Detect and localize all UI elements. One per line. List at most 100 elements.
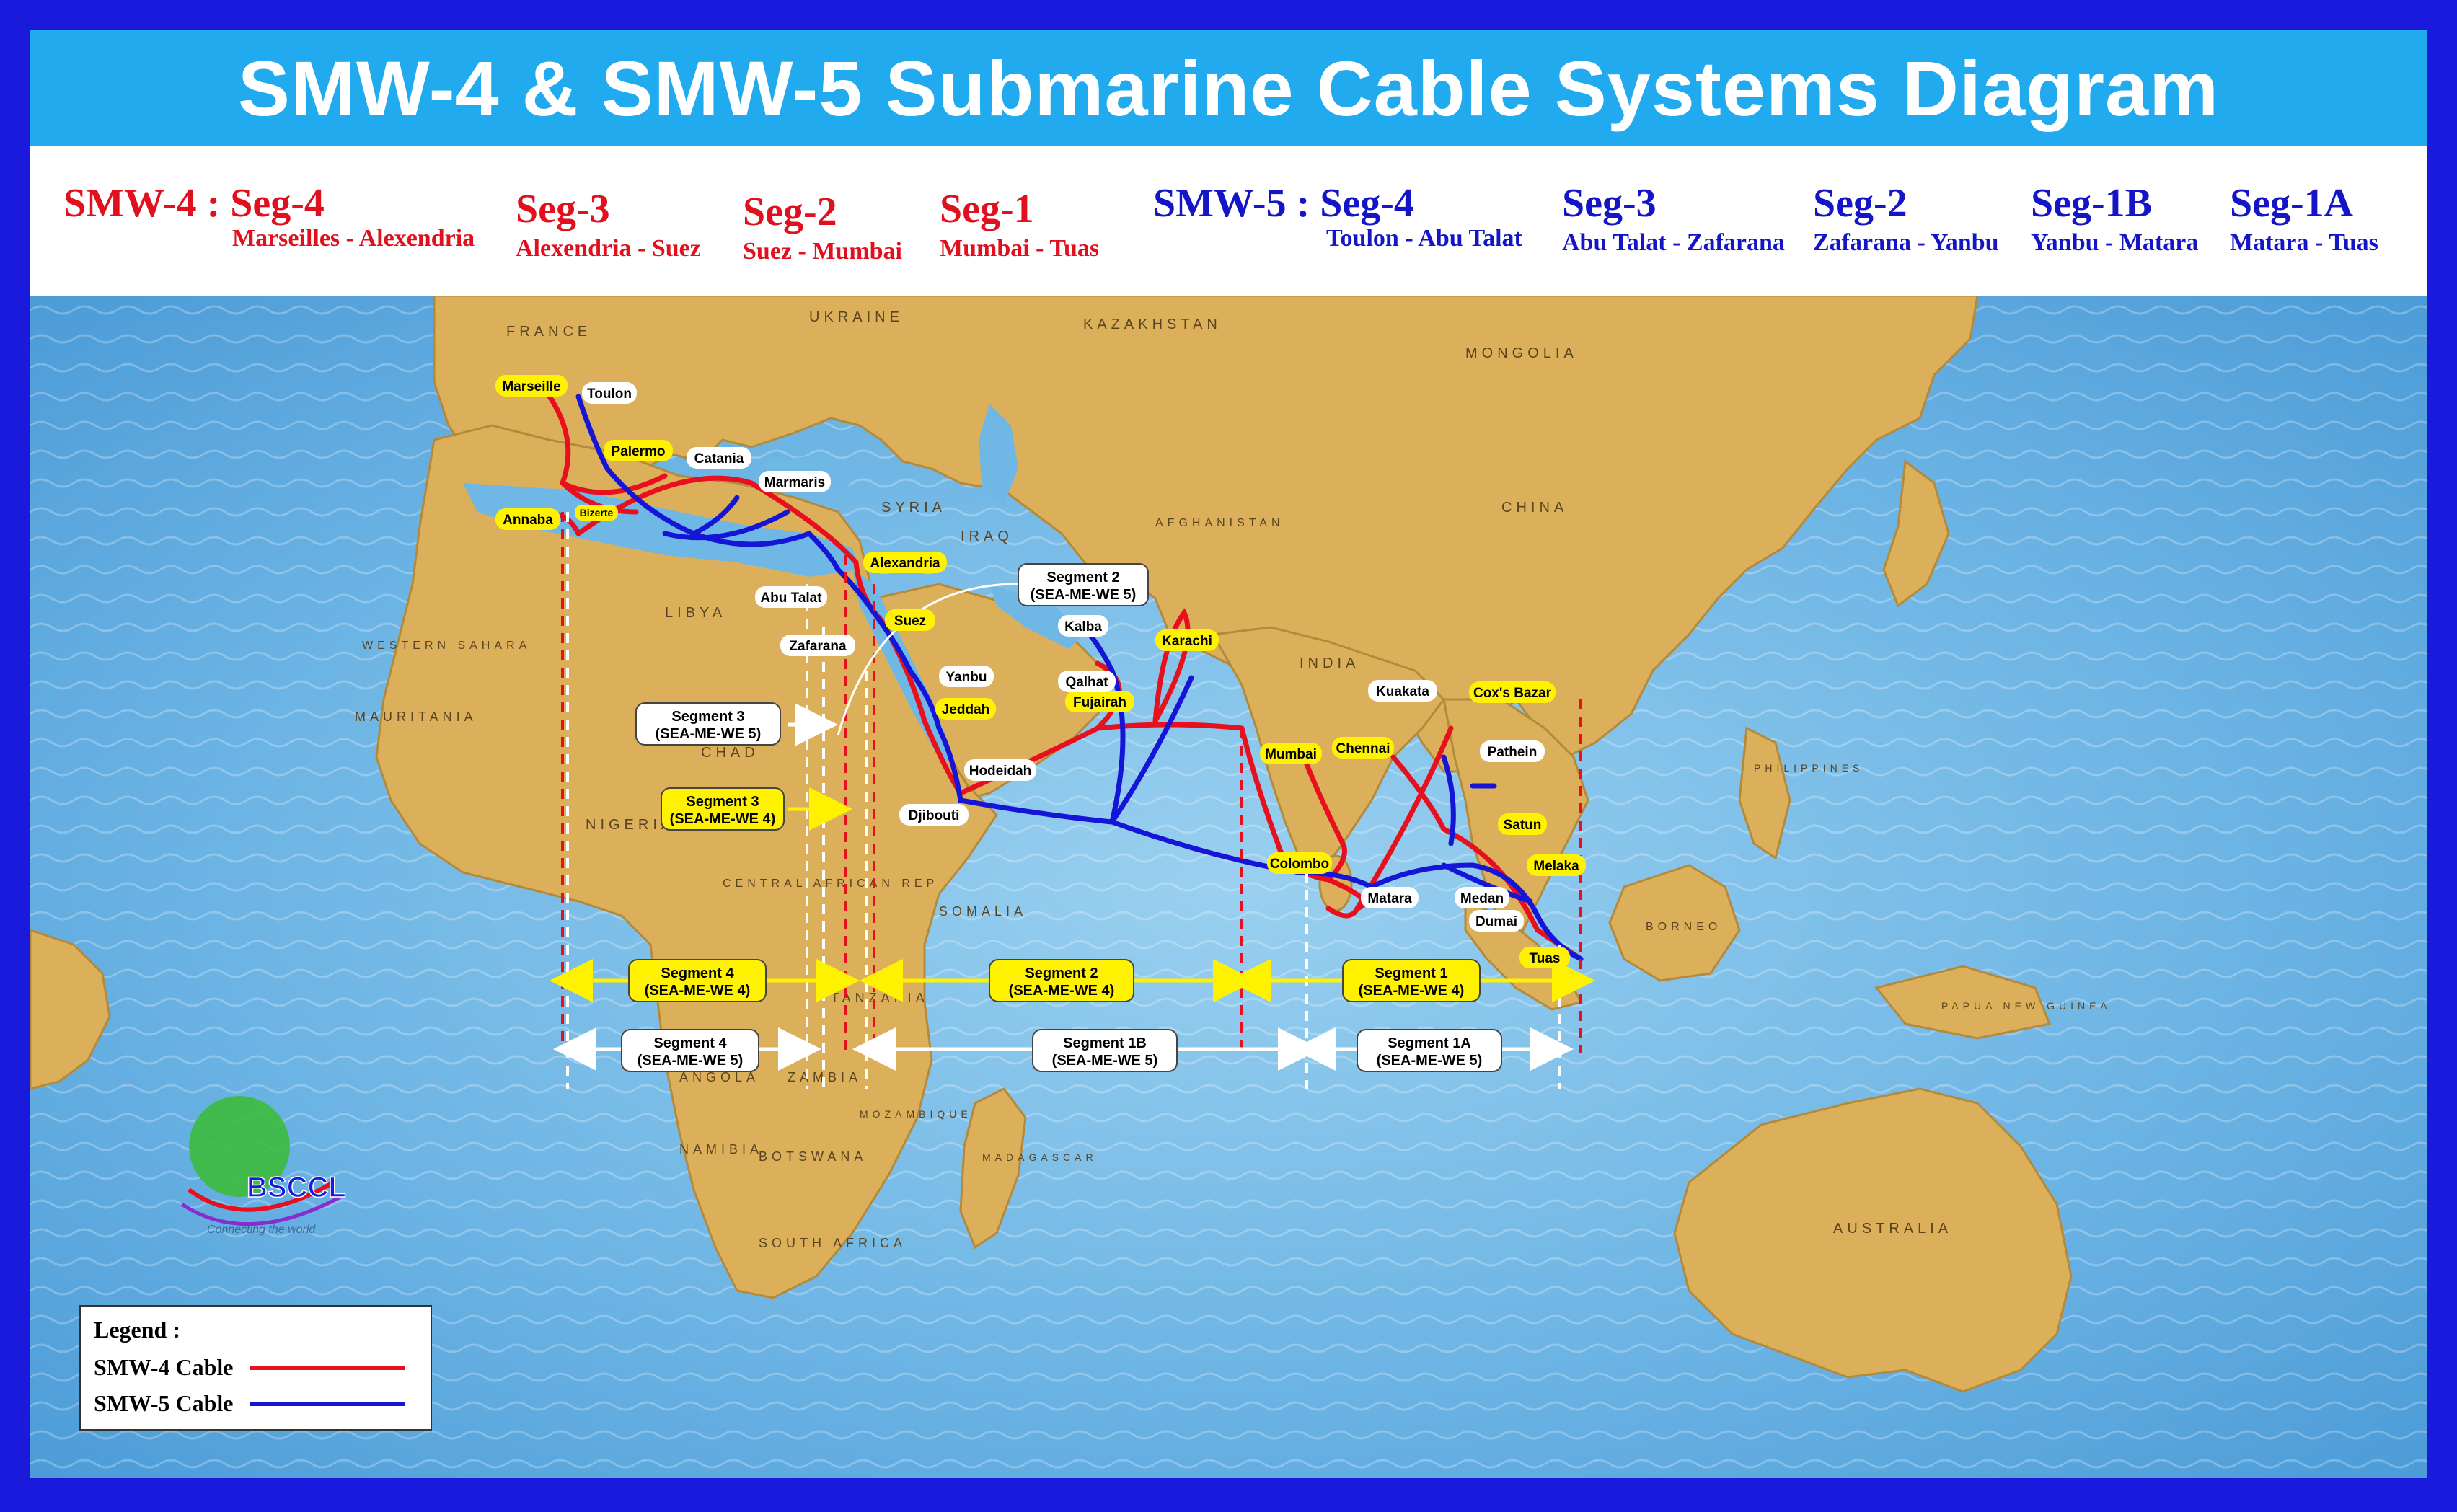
smw4-seg2-route: Suez - Mumbai xyxy=(743,238,902,265)
geo-western-sahara: WESTERN SAHARA xyxy=(362,640,531,652)
smw5-seg4: SMW-5 : Seg-4 Toulon - Abu Talat xyxy=(1153,180,1522,252)
page-title: SMW-4 & SMW-5 Submarine Cable Systems Di… xyxy=(237,44,2220,132)
lp-medan: Medan xyxy=(1455,887,1509,908)
geo-south-africa: SOUTH AFRICA xyxy=(759,1236,907,1250)
label-seg2-smw5-line1: Segment 2 xyxy=(1046,570,1119,585)
lp-alexandria: Alexandria xyxy=(863,552,947,573)
landing-points-white: Toulon Catania Marmaris Abu Talat Zafara… xyxy=(582,382,1545,932)
smw5-seg3-route: Abu Talat - Zafarana xyxy=(1562,229,1785,256)
label-seg1b-smw5-line2: (SEA-ME-WE 5) xyxy=(1052,1053,1158,1069)
lp-bizerte: Bizerte xyxy=(575,505,618,521)
lp-satun-label: Satun xyxy=(1504,818,1542,833)
lp-qalhat: Qalhat xyxy=(1058,671,1116,692)
land-australia xyxy=(1673,1087,2073,1393)
lp-palermo-label: Palermo xyxy=(612,444,666,459)
lp-marmaris: Marmaris xyxy=(759,471,831,492)
smw5-seg1a-route: Matara - Tuas xyxy=(2230,229,2378,256)
label-seg1-smw4: Segment 1 (SEA-ME-WE 4) xyxy=(1342,959,1481,1002)
smw4-seg4: SMW-4 : Seg-4 Marseilles - Alexendria xyxy=(63,180,475,252)
lp-djibouti: Djibouti xyxy=(899,804,969,826)
land-philippines xyxy=(1738,726,1791,860)
label-seg2-smw5-line2: (SEA-ME-WE 5) xyxy=(1031,587,1137,603)
caspian-sea xyxy=(979,404,1018,505)
legend-smw5-line xyxy=(250,1402,405,1406)
smw5-seg3-name: Seg-3 xyxy=(1562,181,1657,226)
geo-botswana: BOTSWANA xyxy=(759,1149,867,1164)
geo-namibia: NAMIBIA xyxy=(679,1142,763,1157)
lp-pathein: Pathein xyxy=(1480,740,1545,762)
label-seg3-smw4-line1: Segment 3 xyxy=(686,794,759,810)
geo-somalia: SOMALIA xyxy=(939,904,1027,919)
geo-papua-new-guinea: PAPUA NEW GUINEA xyxy=(1941,1000,2112,1012)
geo-philippines: PHILIPPINES xyxy=(1754,762,1863,774)
smw4-seg3: Seg-3 Alexendria - Suez xyxy=(516,186,701,262)
land-new-guinea xyxy=(1874,965,2052,1040)
smw5-cable xyxy=(575,394,1584,962)
lp-hodeidah: Hodeidah xyxy=(964,759,1036,781)
label-seg1-smw4-line1: Segment 1 xyxy=(1375,965,1447,981)
geo-angola: ANGOLA xyxy=(679,1070,759,1084)
geo-france: FRANCE xyxy=(506,324,591,340)
lp-pathein-label: Pathein xyxy=(1488,745,1538,760)
geo-chad: CHAD xyxy=(701,745,759,761)
lp-jeddah: Jeddah xyxy=(935,698,996,720)
lp-coxs-bazar-label: Cox's Bazar xyxy=(1473,686,1552,701)
segment-header: SMW-4 : Seg-4 Marseilles - Alexendria Se… xyxy=(30,146,2427,296)
lp-dumai: Dumai xyxy=(1469,910,1524,932)
geo-borneo: BORNEO xyxy=(1646,921,1721,933)
lp-catania-label: Catania xyxy=(694,451,744,467)
lp-karachi-label: Karachi xyxy=(1162,634,1212,649)
label-seg3-smw5-line1: Segment 3 xyxy=(671,709,744,725)
land-borneo xyxy=(1608,864,1741,982)
logo-tagline: Connecting the world xyxy=(207,1224,316,1236)
geo-mauritania: MAURITANIA xyxy=(355,709,477,724)
lp-chennai-label: Chennai xyxy=(1336,741,1390,756)
label-seg1b-smw5-line1: Segment 1B xyxy=(1063,1035,1147,1051)
lp-fujairah: Fujairah xyxy=(1065,691,1134,712)
lp-yanbu: Yanbu xyxy=(939,666,994,687)
legend-smw4-line xyxy=(250,1366,405,1370)
geo-nigeria: NIGERIA xyxy=(586,817,675,833)
title-bar: SMW-4 & SMW-5 Submarine Cable Systems Di… xyxy=(30,30,2427,146)
smw4-seg3-route: Alexendria - Suez xyxy=(516,235,701,262)
smw4-seg1-name: Seg-1 xyxy=(940,187,1034,231)
geo-mozambique: MOZAMBIQUE xyxy=(860,1108,972,1120)
lp-marmaris-label: Marmaris xyxy=(764,475,826,490)
lp-mumbai: Mumbai xyxy=(1260,743,1322,764)
lp-satun: Satun xyxy=(1498,813,1547,835)
bsccl-logo: BSCCL Connecting the world xyxy=(180,1096,347,1236)
lp-yanbu-label: Yanbu xyxy=(945,670,987,685)
lp-melaka: Melaka xyxy=(1527,854,1586,876)
lp-fujairah-label: Fujairah xyxy=(1073,695,1126,710)
label-seg4-smw5-line1: Segment 4 xyxy=(653,1035,727,1051)
lp-palermo: Palermo xyxy=(604,440,673,461)
label-seg1a-smw5: Segment 1A (SEA-ME-WE 5) xyxy=(1357,1029,1502,1072)
lp-marseille: Marseille xyxy=(495,375,568,397)
lp-colombo-label: Colombo xyxy=(1270,857,1329,872)
smw4-seg1-route: Mumbai - Tuas xyxy=(940,235,1100,262)
lp-kalba-label: Kalba xyxy=(1064,619,1102,635)
lp-catania: Catania xyxy=(687,447,751,469)
smw5-seg4-route: Toulon - Abu Talat xyxy=(1326,225,1522,252)
smw5-seg1a: Seg-1A Matara - Tuas xyxy=(2230,180,2378,257)
lp-medan-label: Medan xyxy=(1460,891,1504,906)
lp-djibouti-label: Djibouti xyxy=(909,808,960,823)
logo-text: BSCCL xyxy=(247,1172,346,1203)
segment-label-boxes: Segment 3 (SEA-ME-WE 5) Segment 3 (SEA-M… xyxy=(621,563,1502,1072)
label-seg4-smw5: Segment 4 (SEA-ME-WE 5) xyxy=(621,1029,759,1072)
label-seg1a-smw5-line1: Segment 1A xyxy=(1388,1035,1471,1051)
label-seg3-smw4-line2: (SEA-ME-WE 4) xyxy=(670,811,776,827)
lp-karachi: Karachi xyxy=(1155,629,1219,651)
smw5-route-med xyxy=(575,394,841,572)
label-seg1-smw4-line2: (SEA-ME-WE 4) xyxy=(1359,983,1465,999)
lp-qalhat-label: Qalhat xyxy=(1065,675,1108,690)
geo-mongolia: MONGOLIA xyxy=(1465,345,1578,361)
smw5-seg2: Seg-2 Zafarana - Yanbu xyxy=(1813,180,1999,257)
label-seg1a-smw5-line2: (SEA-ME-WE 5) xyxy=(1377,1053,1483,1069)
legend-title: Legend : xyxy=(94,1317,180,1343)
lp-suez-label: Suez xyxy=(894,614,926,629)
lp-tuas: Tuas xyxy=(1519,947,1570,968)
smw5-prefix: SMW-5 : xyxy=(1153,181,1310,226)
mediterranean xyxy=(463,483,860,577)
geo-madagascar: MADAGASCAR xyxy=(982,1151,1098,1163)
